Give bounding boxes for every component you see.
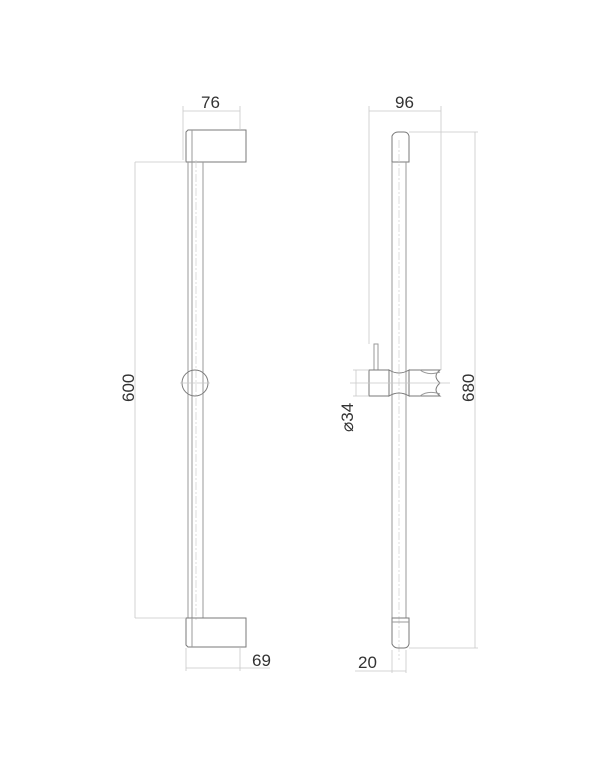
side-view: 96 680 ⌀34 20 [338,93,478,673]
bottom-end-cap [391,617,410,649]
dim-total-height: 680 [459,374,478,402]
top-end-cap [391,131,410,163]
dim-rail-diameter: 20 [358,653,377,672]
slider-holder [368,343,442,397]
dim-rail-length: 600 [119,374,138,402]
dim-top-bracket-width: 76 [201,93,220,112]
dim-bottom-bracket-width: 69 [252,651,271,670]
dim-slider-diameter: ⌀34 [338,403,357,432]
front-view: 76 600 69 [119,93,271,671]
top-wall-bracket [185,129,247,163]
bottom-wall-bracket [185,617,247,648]
dim-total-depth: 96 [395,93,414,112]
